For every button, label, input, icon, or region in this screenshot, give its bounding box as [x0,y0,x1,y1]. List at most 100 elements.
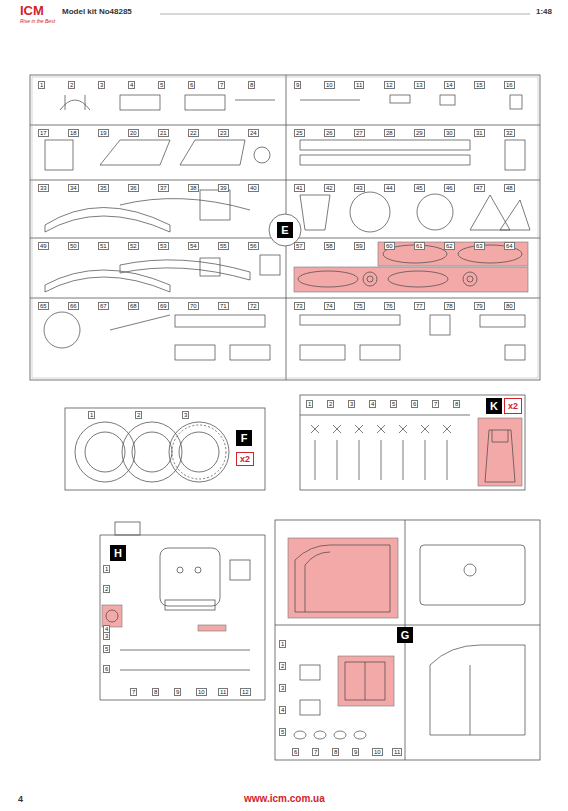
callout-number: 11 [218,688,228,696]
callout-number: 22 [188,129,199,137]
callout-number: 41 [294,184,305,192]
callout-number: 80 [504,302,515,310]
callout-number: 20 [128,129,139,137]
logo: ICM [20,4,44,17]
sprue-letter: x2 [236,452,254,466]
callout-number: 60 [384,242,395,250]
callout-number: 24 [248,129,259,137]
callout-number: 16 [504,81,515,89]
callout-number: 25 [294,129,305,137]
sprue-letter-text: F [241,433,248,444]
sprue-letter: E [277,222,293,238]
callout-number: 6 [103,665,110,673]
callout-number: 39 [218,184,229,192]
small-part [355,425,363,480]
callout-number: 44 [384,184,395,192]
callout-number: 19 [98,129,109,137]
sprue-letter: K [486,398,502,414]
callout-number: 29 [414,129,425,137]
callout-number: 62 [444,242,455,250]
callout-number: 18 [68,129,79,137]
callout-number: 4 [369,400,376,408]
small-part [333,425,341,480]
callout-number: 67 [98,302,109,310]
callout-number: 5 [103,645,110,653]
sprue-letter: G [397,627,413,643]
callout-number: 38 [188,184,199,192]
callout-number: 64 [504,242,515,250]
callout-number: 71 [218,302,229,310]
callout-number: 34 [68,184,79,192]
callout-number: 26 [324,129,335,137]
callout-number: 63 [474,242,485,250]
callout-number: 4 [279,706,286,714]
callout-number: 3 [348,400,355,408]
callout-number: 8 [152,688,159,696]
callout-number: 48 [504,184,515,192]
callout-number: 21 [158,129,169,137]
callout-number: 73 [294,302,305,310]
small-part [399,425,407,480]
callout-number: 3 [98,81,105,89]
callout-number: 3 [279,684,286,692]
callout-number: 15 [474,81,485,89]
callout-number: 78 [444,302,455,310]
callout-number: 11 [354,81,364,89]
callout-number: 43 [354,184,365,192]
callout-number: 11 [392,748,402,756]
callout-number: 7 [312,748,319,756]
callout-number: 72 [248,302,259,310]
callout-number: 52 [128,242,139,250]
callout-number: 10 [372,748,383,756]
callout-number: 58 [324,242,335,250]
callout-number: 51 [98,242,109,250]
callout-number: 9 [174,688,181,696]
small-part [311,425,319,480]
callout-number: 1 [279,640,286,648]
callout-number: 12 [240,688,251,696]
callout-number: 2 [68,81,75,89]
callout-number: 28 [384,129,395,137]
callout-number: 1 [306,400,313,408]
callout-number: 3 [103,632,110,640]
callout-number: 55 [218,242,229,250]
callout-number: 5 [390,400,397,408]
callout-number: 14 [444,81,455,89]
callout-number: 2 [135,411,142,419]
callout-number: 23 [218,129,229,137]
sprue-letter-text: H [114,548,122,559]
callout-number: 74 [324,302,335,310]
sprue-letter: x2 [504,398,522,414]
callout-number: 1 [38,81,45,89]
callout-number: 7 [130,688,137,696]
callout-number: 3 [182,411,189,419]
sprue-letter-text: G [401,630,410,641]
scale: 1:48 [536,8,552,16]
callout-number: 10 [324,81,335,89]
callout-number: 79 [474,302,485,310]
callout-number: 42 [324,184,335,192]
callout-number: 1 [88,411,95,419]
callout-number: 77 [414,302,425,310]
callout-number: 10 [196,688,207,696]
callout-number: 59 [354,242,365,250]
sprue-letter-text: K [490,401,498,412]
callout-number: 4 [128,81,135,89]
callout-number: 32 [504,129,515,137]
callout-number: 6 [411,400,418,408]
callout-number: 8 [248,81,255,89]
callout-number: 9 [294,81,301,89]
callout-number: 8 [453,400,460,408]
callout-number: 5 [158,81,165,89]
callout-number: 57 [294,242,305,250]
sprue-letter-text: x2 [240,455,250,464]
callout-number: 9 [352,748,359,756]
callout-number: 75 [354,302,365,310]
callout-number: 54 [188,242,199,250]
callout-number: 53 [158,242,169,250]
callout-number: 5 [279,728,286,736]
callout-number: 70 [188,302,199,310]
callout-number: 49 [38,242,49,250]
callout-number: 45 [414,184,425,192]
